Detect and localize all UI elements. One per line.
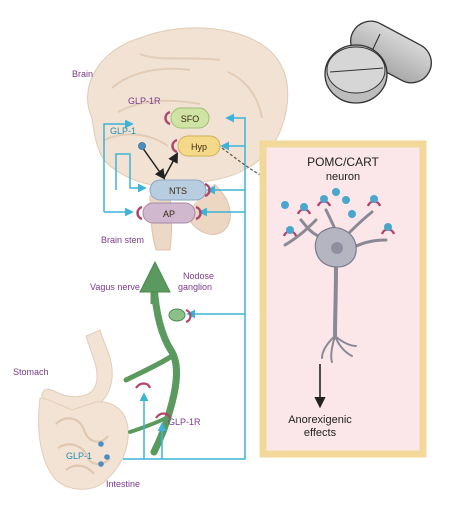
panel-title-line2: neuron xyxy=(326,171,360,183)
stomach-label: Stomach xyxy=(13,367,49,377)
glp1-top-label: GLP-1 xyxy=(110,126,136,136)
pomc-cart-panel: POMC/CART neuron Anorexigeni xyxy=(259,140,427,458)
vagus-nerve xyxy=(123,260,186,456)
nodose-label-line2: ganglion xyxy=(178,282,212,292)
glp1-bottom-label: GLP-1 xyxy=(66,451,92,461)
neural-connections xyxy=(141,146,263,180)
sfo-label: SFO xyxy=(181,114,200,124)
brain-stem-label: Brain stem xyxy=(101,235,144,245)
nts-label: NTS xyxy=(169,186,187,196)
panel-effect-line2: effects xyxy=(304,427,337,439)
node-sfo: SFO xyxy=(164,107,210,129)
vagus-nerve-label: Vagus nerve xyxy=(90,282,140,292)
hyp-label: Hyp xyxy=(191,142,207,152)
glp1-molecules xyxy=(98,142,146,467)
intestine-label: Intestine xyxy=(106,479,140,489)
neuron-receptors xyxy=(281,188,396,237)
panel-effect-line1: Anorexigenic xyxy=(288,414,352,426)
node-nts: NTS xyxy=(149,179,211,201)
neuron-cell xyxy=(283,208,388,363)
gut-illustration xyxy=(38,329,129,490)
panel-title-line1: POMC/CART xyxy=(307,155,379,169)
brain-label: Brain xyxy=(72,69,93,79)
nodose-label-line1: Nodose xyxy=(183,271,214,281)
pills-icon xyxy=(324,20,432,104)
node-hyp: Hyp xyxy=(171,135,221,157)
glp1r-bottom-label: GLP-1R xyxy=(168,417,201,427)
glp1r-top-label: GLP-1R xyxy=(128,96,161,106)
glp1-pathway-lines xyxy=(103,113,246,460)
glp1-receptors xyxy=(135,308,192,419)
ap-label: AP xyxy=(163,209,175,219)
node-ap: AP xyxy=(136,202,202,224)
